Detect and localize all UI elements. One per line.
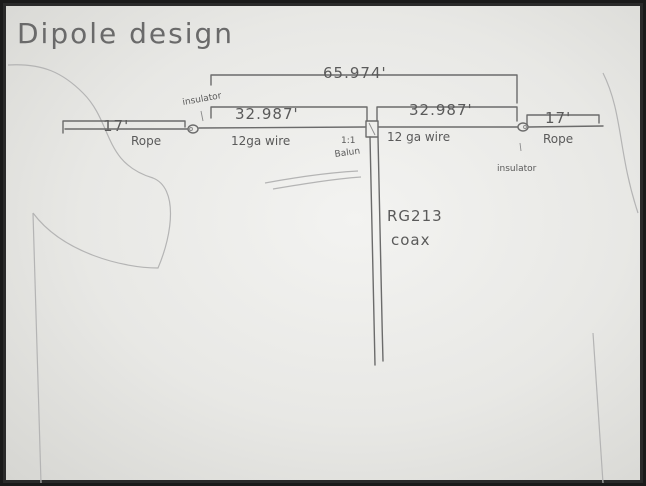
left-wire-line xyxy=(198,126,366,129)
left-leg-bracket xyxy=(210,106,368,122)
right-leg-length: 32.987' xyxy=(409,101,473,119)
balun-ratio: 1:1 xyxy=(341,136,355,146)
coax-label: coax xyxy=(391,231,431,249)
balun xyxy=(365,120,379,138)
paper-impression-2 xyxy=(272,176,362,190)
right-wire-label: 12 ga wire xyxy=(387,130,450,144)
coax-feedline xyxy=(369,136,384,366)
paper-crease-right-lower xyxy=(592,332,604,483)
left-insulator xyxy=(187,110,204,134)
paper-impression xyxy=(264,170,359,184)
coax-type: RG213 xyxy=(387,207,443,225)
paper-crease-right xyxy=(602,72,639,214)
right-insulator xyxy=(517,122,529,152)
total-length-label: 65.974' xyxy=(323,64,387,82)
right-rope-label: Rope xyxy=(543,132,573,146)
paper-crease-left-lower xyxy=(32,212,42,483)
paper-crease-left xyxy=(7,64,171,269)
right-leg-bracket xyxy=(376,106,518,122)
right-rope-line xyxy=(528,125,604,128)
left-wire-label: 12ga wire xyxy=(231,134,290,148)
right-rope-bracket xyxy=(526,114,600,126)
left-rope-label: Rope xyxy=(131,134,161,148)
left-rope-length: 17' xyxy=(103,117,129,135)
right-rope-length: 17' xyxy=(545,109,571,127)
paper-sheet xyxy=(6,6,640,480)
total-length-bracket xyxy=(210,74,518,104)
left-leg-length: 32.987' xyxy=(235,105,299,123)
balun-label: Balun xyxy=(334,147,361,160)
right-insulator-label: insulator xyxy=(497,164,537,174)
left-insulator-label: insulator xyxy=(182,91,223,108)
left-rope-bracket xyxy=(62,120,186,134)
dipole-diagram: Dipole design 65.974' 32.987' 32.987' 17… xyxy=(7,17,639,483)
diagram-title: Dipole design xyxy=(17,17,234,50)
